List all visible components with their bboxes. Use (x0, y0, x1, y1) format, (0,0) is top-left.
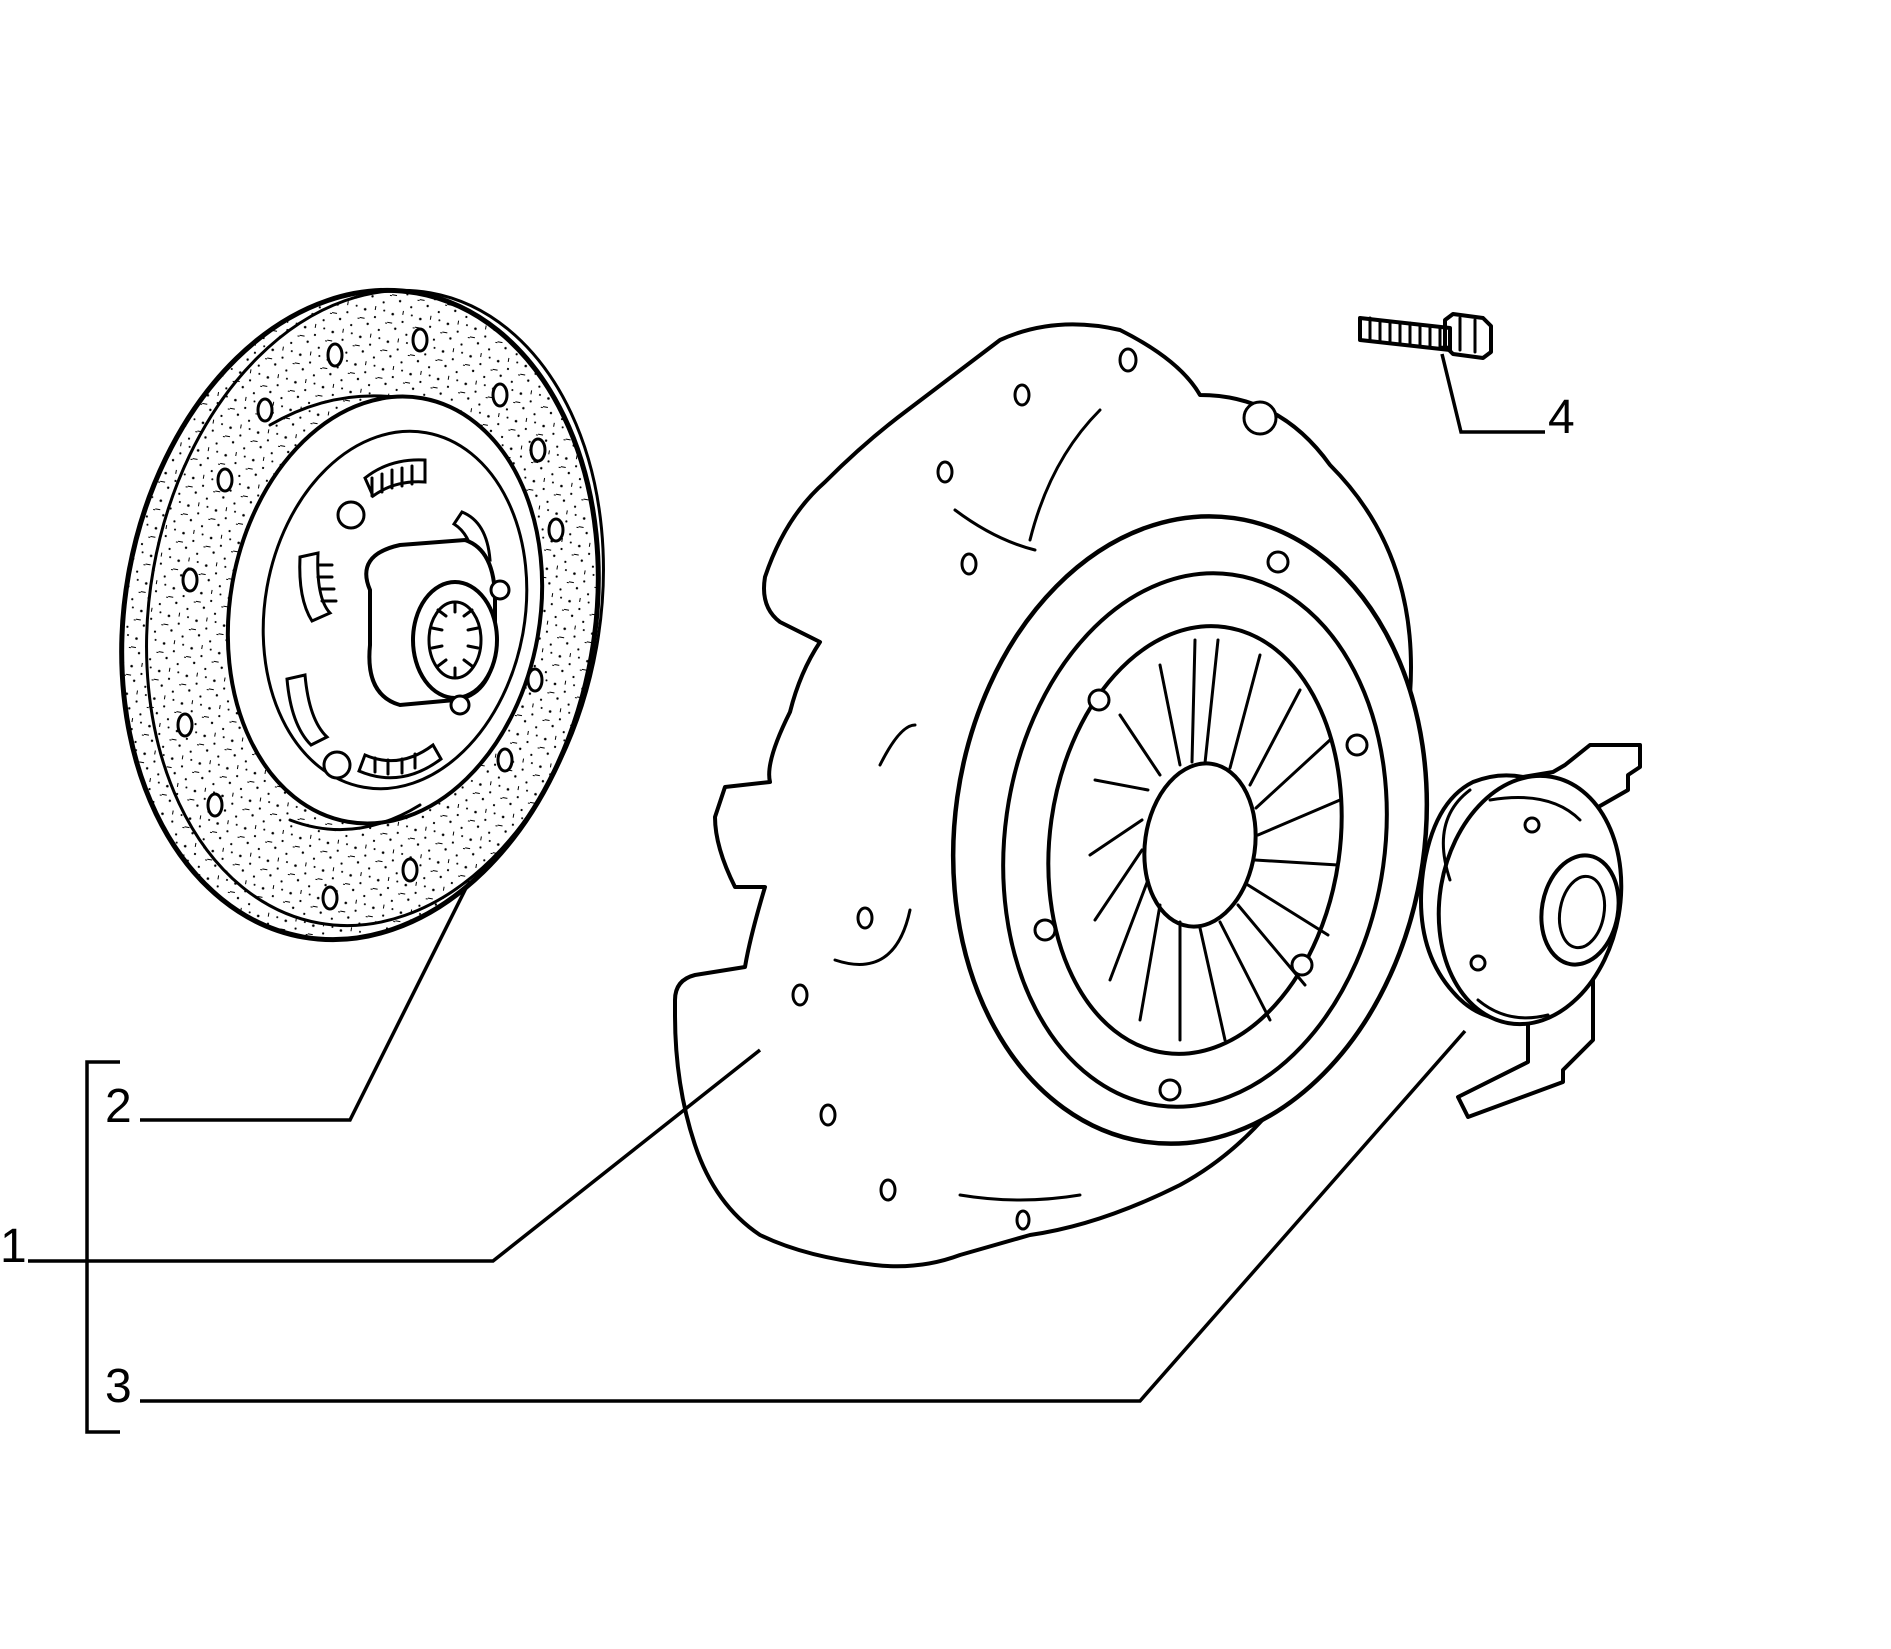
callout-1: 1 (0, 1220, 27, 1273)
release-bearing (1419, 743, 1642, 1119)
disc-hub (364, 537, 511, 716)
callout-2: 2 (105, 1080, 132, 1133)
callout-3: 3 (105, 1360, 132, 1413)
cover-rivets (1033, 550, 1369, 1102)
bolt (1358, 312, 1493, 360)
callout-4: 4 (1548, 391, 1575, 444)
clutch-disc (119, 287, 605, 943)
facing-rivets (176, 327, 565, 911)
leader-lines (28, 353, 1545, 1434)
flange-holes (791, 347, 1278, 1231)
diaphragm-spring (1046, 624, 1344, 1056)
pressure-plate-assembly (673, 322, 1430, 1269)
